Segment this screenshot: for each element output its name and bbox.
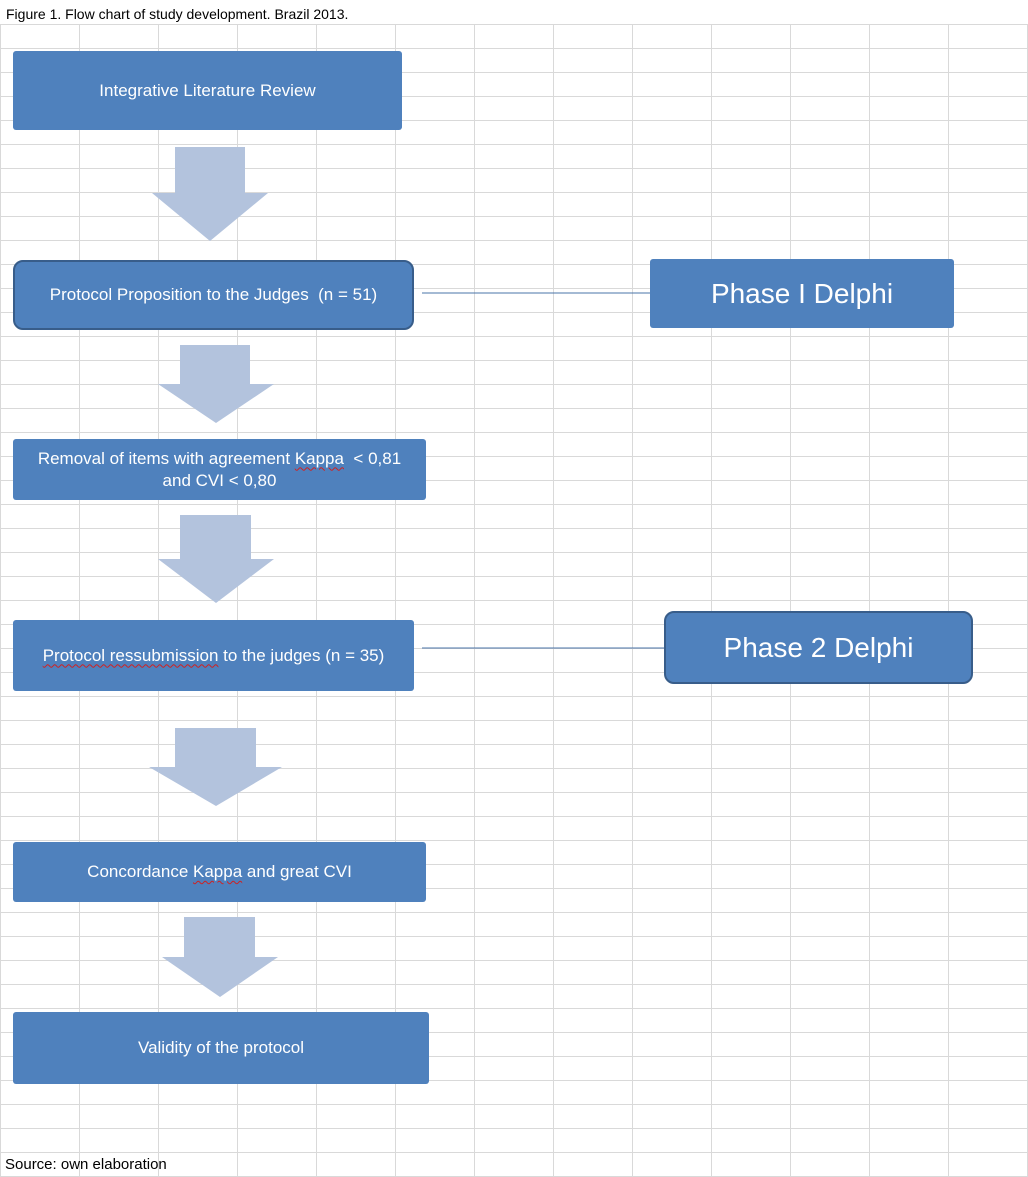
down-arrow-1 (152, 147, 268, 241)
phase-2-label: Phase 2 Delphi (723, 631, 914, 663)
step-literature-review-label: Integrative Literature Review (99, 80, 316, 100)
step-protocol-proposition-label: Protocol Proposition to the Judges (n = … (49, 285, 378, 304)
step-removal-line-1: Removal of items with agreement Kappa < … (37, 448, 402, 468)
step-resubmission-label: Protocol ressubmission to the judges (n … (42, 645, 385, 665)
step-protocol-proposition: Protocol Proposition to the Judges (n = … (13, 260, 414, 330)
step-validity: Validity of the protocol (13, 1012, 429, 1084)
down-arrow-5 (162, 917, 278, 997)
phase-1-delphi: Phase I Delphi (650, 259, 954, 328)
down-arrow-4 (149, 728, 282, 806)
source-note: Source: own elaboration (5, 1156, 167, 1173)
step-removal-of-items: Removal of items with agreement Kappa < … (13, 439, 426, 500)
step-validity-label: Validity of the protocol (138, 1038, 304, 1057)
spellcheck-word-kappa: Kappa (294, 448, 344, 468)
step-concordance: Concordance Kappa and great CVI (13, 842, 426, 902)
down-arrow-2 (158, 345, 274, 423)
step-protocol-resubmission: Protocol ressubmission to the judges (n … (13, 620, 414, 691)
down-arrow-3 (158, 515, 274, 603)
step-removal-line-2: and CVI < 0,80 (162, 470, 277, 490)
spellcheck-word-ressubmission: Protocol ressubmission (42, 645, 219, 665)
step-concordance-label: Concordance Kappa and great CVI (87, 862, 352, 881)
figure-caption: Figure 1. Flow chart of study developmen… (0, 0, 1028, 24)
phase-1-label: Phase I Delphi (710, 277, 894, 309)
phase-2-delphi: Phase 2 Delphi (664, 611, 973, 684)
step-literature-review: Integrative Literature Review (13, 51, 402, 130)
spellcheck-word-kappa-2: Kappa (193, 862, 243, 881)
